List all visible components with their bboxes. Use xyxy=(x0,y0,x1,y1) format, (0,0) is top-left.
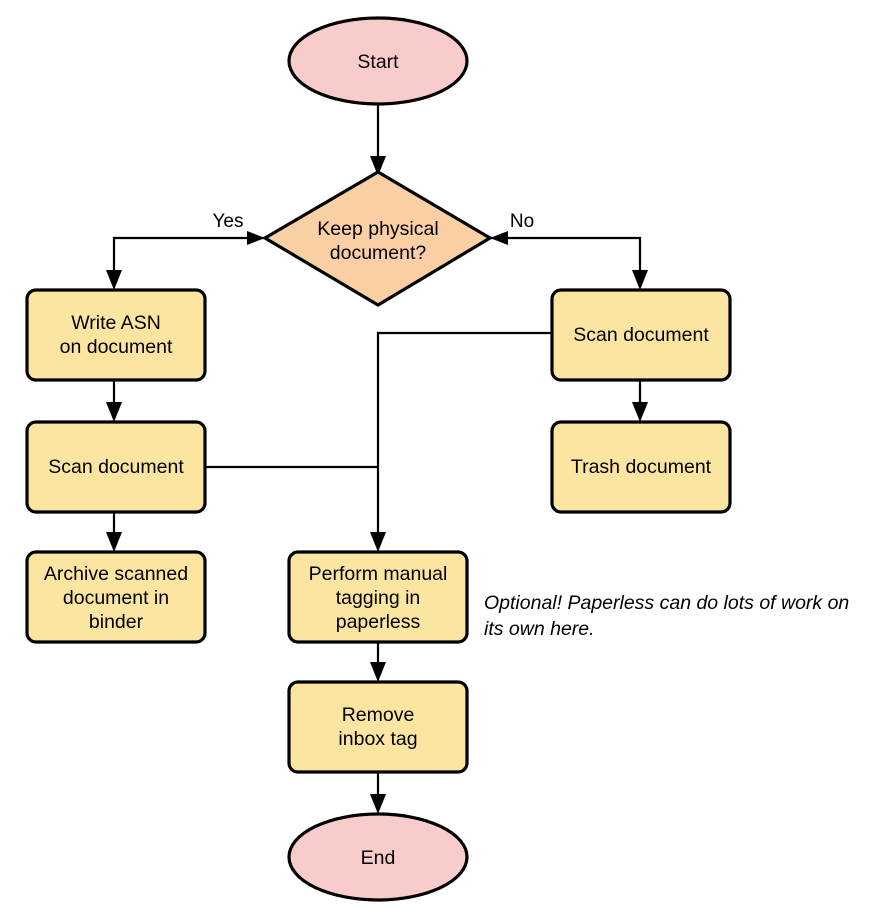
annotation-note: Optional! Paperless can do lots of work … xyxy=(484,592,849,640)
arrowhead-icon xyxy=(370,794,386,814)
node-end[interactable]: End xyxy=(287,812,469,902)
scan-document-left-label: Scan document xyxy=(48,456,184,478)
write-asn-box[interactable] xyxy=(25,288,207,382)
edge-label-yes: Yes xyxy=(213,211,244,232)
node-start[interactable]: Start xyxy=(287,16,469,106)
arrowhead-icon xyxy=(106,270,122,290)
decision-label-line2: document? xyxy=(330,242,427,264)
edge-tagging-to-remove-inbox xyxy=(370,642,386,682)
remove-inbox-label-line1: Remove xyxy=(342,704,415,726)
arrowhead-icon xyxy=(370,532,386,552)
decision-label-line1: Keep physical xyxy=(317,218,438,240)
arrowhead-icon xyxy=(490,231,508,245)
edge-scan-right-to-tagging xyxy=(370,331,552,552)
node-scan-document-left[interactable]: Scan document xyxy=(25,420,207,514)
archive-box[interactable] xyxy=(25,550,207,644)
scan-document-left-box[interactable] xyxy=(25,420,207,514)
tagging-box[interactable] xyxy=(287,550,469,644)
edge-write-asn-to-scan-left xyxy=(106,380,122,422)
end-ellipse[interactable] xyxy=(287,812,469,902)
arrowhead-icon xyxy=(370,662,386,682)
arrowhead-icon xyxy=(106,402,122,422)
edge-remove-inbox-to-end xyxy=(370,772,386,814)
note-line2: its own here. xyxy=(484,618,595,640)
remove-inbox-tag-box[interactable] xyxy=(287,680,469,774)
edge-decision-yes-to-write-asn xyxy=(106,231,265,290)
tagging-label-line3: paperless xyxy=(336,611,421,633)
remove-inbox-label-line2: inbox tag xyxy=(338,728,417,750)
node-archive-scanned-document[interactable]: Archive scanned document in binder xyxy=(25,550,207,644)
node-trash-document[interactable]: Trash document xyxy=(550,420,732,514)
arrowhead-icon xyxy=(632,402,648,422)
decision-diamond[interactable] xyxy=(261,170,494,307)
arrowhead-icon xyxy=(370,156,386,176)
trash-document-label: Trash document xyxy=(571,456,712,478)
edge-decision-no-to-scan-right xyxy=(490,231,648,290)
end-label: End xyxy=(361,847,396,869)
write-asn-label-line2: on document xyxy=(60,336,173,358)
node-remove-inbox-tag[interactable]: Remove inbox tag xyxy=(287,680,469,774)
write-asn-label-line1: Write ASN xyxy=(71,312,161,334)
note-line1: Optional! Paperless can do lots of work … xyxy=(484,592,849,614)
trash-document-box[interactable] xyxy=(550,420,732,514)
archive-label-line3: binder xyxy=(89,611,144,633)
node-scan-document-right[interactable]: Scan document xyxy=(550,288,732,382)
edge-start-to-decision xyxy=(370,104,386,176)
tagging-label-line2: tagging in xyxy=(336,587,421,609)
arrowhead-icon xyxy=(106,532,122,552)
arrowhead-icon xyxy=(247,231,265,245)
archive-label-line2: document in xyxy=(63,587,169,609)
scan-document-right-label: Scan document xyxy=(573,324,709,346)
edge-label-no: No xyxy=(510,211,534,232)
edge-scan-right-to-trash xyxy=(632,380,648,422)
start-ellipse[interactable] xyxy=(287,16,469,106)
scan-document-right-box[interactable] xyxy=(550,288,732,382)
node-perform-manual-tagging[interactable]: Perform manual tagging in paperless xyxy=(287,550,469,644)
edge-scan-left-to-archive xyxy=(106,512,122,552)
tagging-label-line1: Perform manual xyxy=(309,563,448,585)
archive-label-line1: Archive scanned xyxy=(44,563,188,585)
node-decision-keep-physical-document[interactable]: Keep physical document? xyxy=(261,170,494,307)
node-write-asn-on-document[interactable]: Write ASN on document xyxy=(25,288,207,382)
arrowhead-icon xyxy=(632,270,648,290)
start-label: Start xyxy=(357,51,399,73)
